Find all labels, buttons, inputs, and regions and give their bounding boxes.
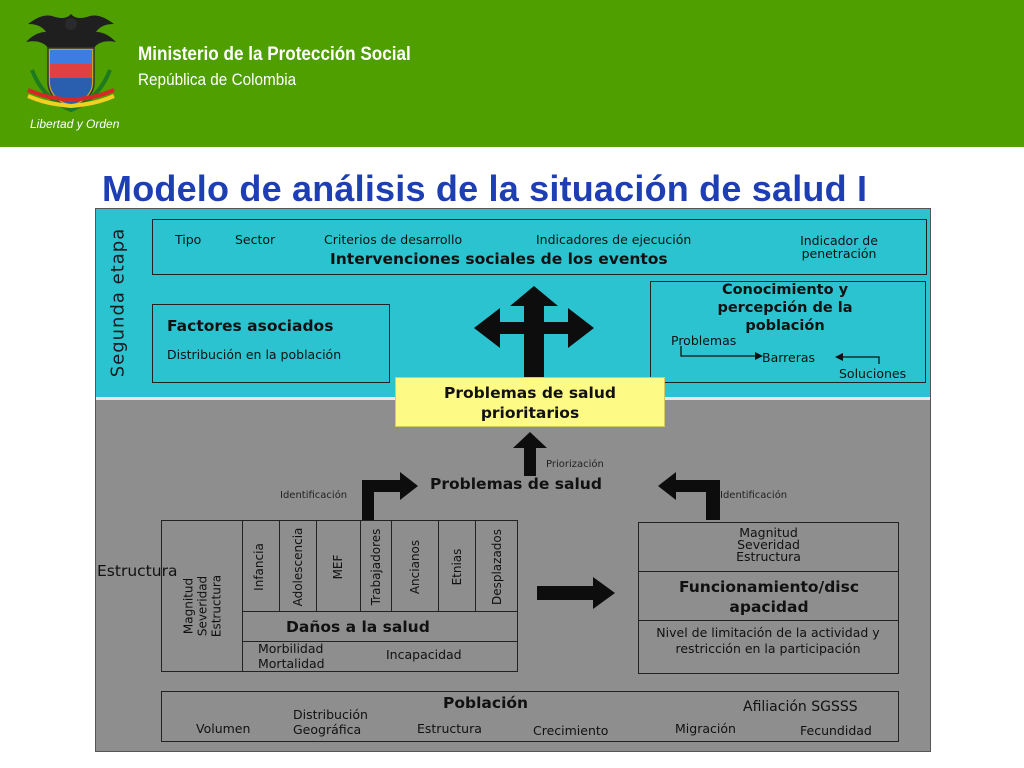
group-mef: MEF [331, 554, 345, 580]
page-title: Modelo de análisis de la situación de sa… [102, 168, 868, 209]
population-title: Población [443, 694, 529, 712]
four-way-arrow-icon [474, 286, 594, 378]
republic-name: República de Colombia [138, 70, 297, 89]
functioning-title-cell: Funcionamiento/disc apacidad [638, 571, 899, 621]
knowledge-arrows-icon [680, 346, 880, 364]
damage-title: Daños a la salud [286, 618, 430, 636]
damage-severity: Severidad [195, 575, 210, 637]
motto-text: Libertad y Orden [30, 117, 120, 131]
population-affiliation: Afiliación SGSSS [743, 699, 858, 715]
group-elderly: Ancianos [408, 539, 422, 595]
interventions-title: Intervenciones sociales de los eventos [330, 250, 668, 268]
functioning-structure: Estructura [736, 549, 801, 564]
population-migration: Migración [675, 721, 736, 736]
population-growth: Crecimiento [533, 723, 609, 738]
damage-morbidity: Morbilidad [258, 641, 324, 656]
group-adolescence: Adolescencia [291, 527, 305, 607]
structure-label: Estructura [97, 562, 178, 580]
damage-measures-text: Magnitud Severidad Estructura [182, 554, 224, 659]
damage-title-cell: Daños a la salud [242, 611, 518, 642]
intervention-sector: Sector [235, 232, 276, 247]
functioning-measures: Magnitud Severidad Estructura [638, 525, 899, 564]
ministry-name: Ministerio de la Protección Social [138, 44, 411, 65]
knowledge-title: Conocimiento y percepción de la població… [717, 282, 853, 334]
ministry-heading: Ministerio de la Protección Social Repúb… [138, 44, 441, 90]
intervention-indicators: Indicadores de ejecución [536, 232, 692, 247]
health-problems-label: Problemas de salud [430, 475, 602, 493]
damage-structure: Estructura [209, 574, 224, 638]
bent-arrow-right-icon [658, 472, 720, 520]
interventions-box: Tipo Sector Criterios de desarrollo Indi… [152, 219, 927, 275]
functioning-title: Funcionamiento/disc apacidad [678, 578, 860, 616]
intervention-penetration: Indicador de penetración [800, 233, 878, 261]
header-bar [0, 0, 1024, 147]
group-displaced: Desplazados [490, 528, 504, 606]
right-arrow-icon [537, 577, 615, 609]
identification-right-label: Identificación [720, 490, 788, 501]
functioning-severity: Severidad [737, 537, 800, 552]
population-box: Población Afiliación SGSSS Volumen Distr… [161, 691, 899, 742]
stage-label: Segunda etapa [107, 227, 129, 378]
damage-disability: Incapacidad [386, 647, 462, 662]
functioning-magnitude: Magnitud [739, 525, 798, 540]
factors-box: Factores asociados Distribución en la po… [152, 304, 390, 383]
group-infancy: Infancia [252, 543, 266, 591]
knowledge-solutions: Soluciones [839, 366, 907, 381]
group-workers: Trabajadores [369, 528, 383, 606]
intervention-criteria: Criterios de desarrollo [324, 232, 463, 247]
factors-title: Factores asociados [167, 317, 334, 335]
population-structure: Estructura [417, 721, 482, 736]
damage-magnitude: Magnitud [181, 577, 196, 635]
knowledge-problems: Problemas [671, 333, 737, 348]
up-arrow-icon [513, 432, 547, 476]
population-fertility: Fecundidad [800, 723, 872, 738]
identification-left-label: Identificación [280, 490, 348, 501]
population-distribution: Distribución Geográfica [293, 707, 368, 737]
functioning-description: Nivel de limitación de la actividad y re… [656, 625, 880, 656]
population-volume: Volumen [196, 721, 251, 736]
factors-subtitle: Distribución en la población [167, 347, 342, 362]
priority-problems-box: Problemas de salud prioritarios [395, 377, 665, 427]
bent-arrow-left-icon [362, 472, 418, 520]
group-ethnicities: Etnias [450, 548, 464, 586]
prioritization-label: Priorización [546, 459, 604, 470]
knowledge-box: Conocimiento y percepción de la població… [650, 281, 926, 383]
knowledge-barriers: Barreras [762, 350, 816, 365]
coat-of-arms-logo [26, 14, 116, 113]
intervention-type: Tipo [175, 232, 202, 247]
damage-mortality: Mortalidad [258, 656, 325, 671]
